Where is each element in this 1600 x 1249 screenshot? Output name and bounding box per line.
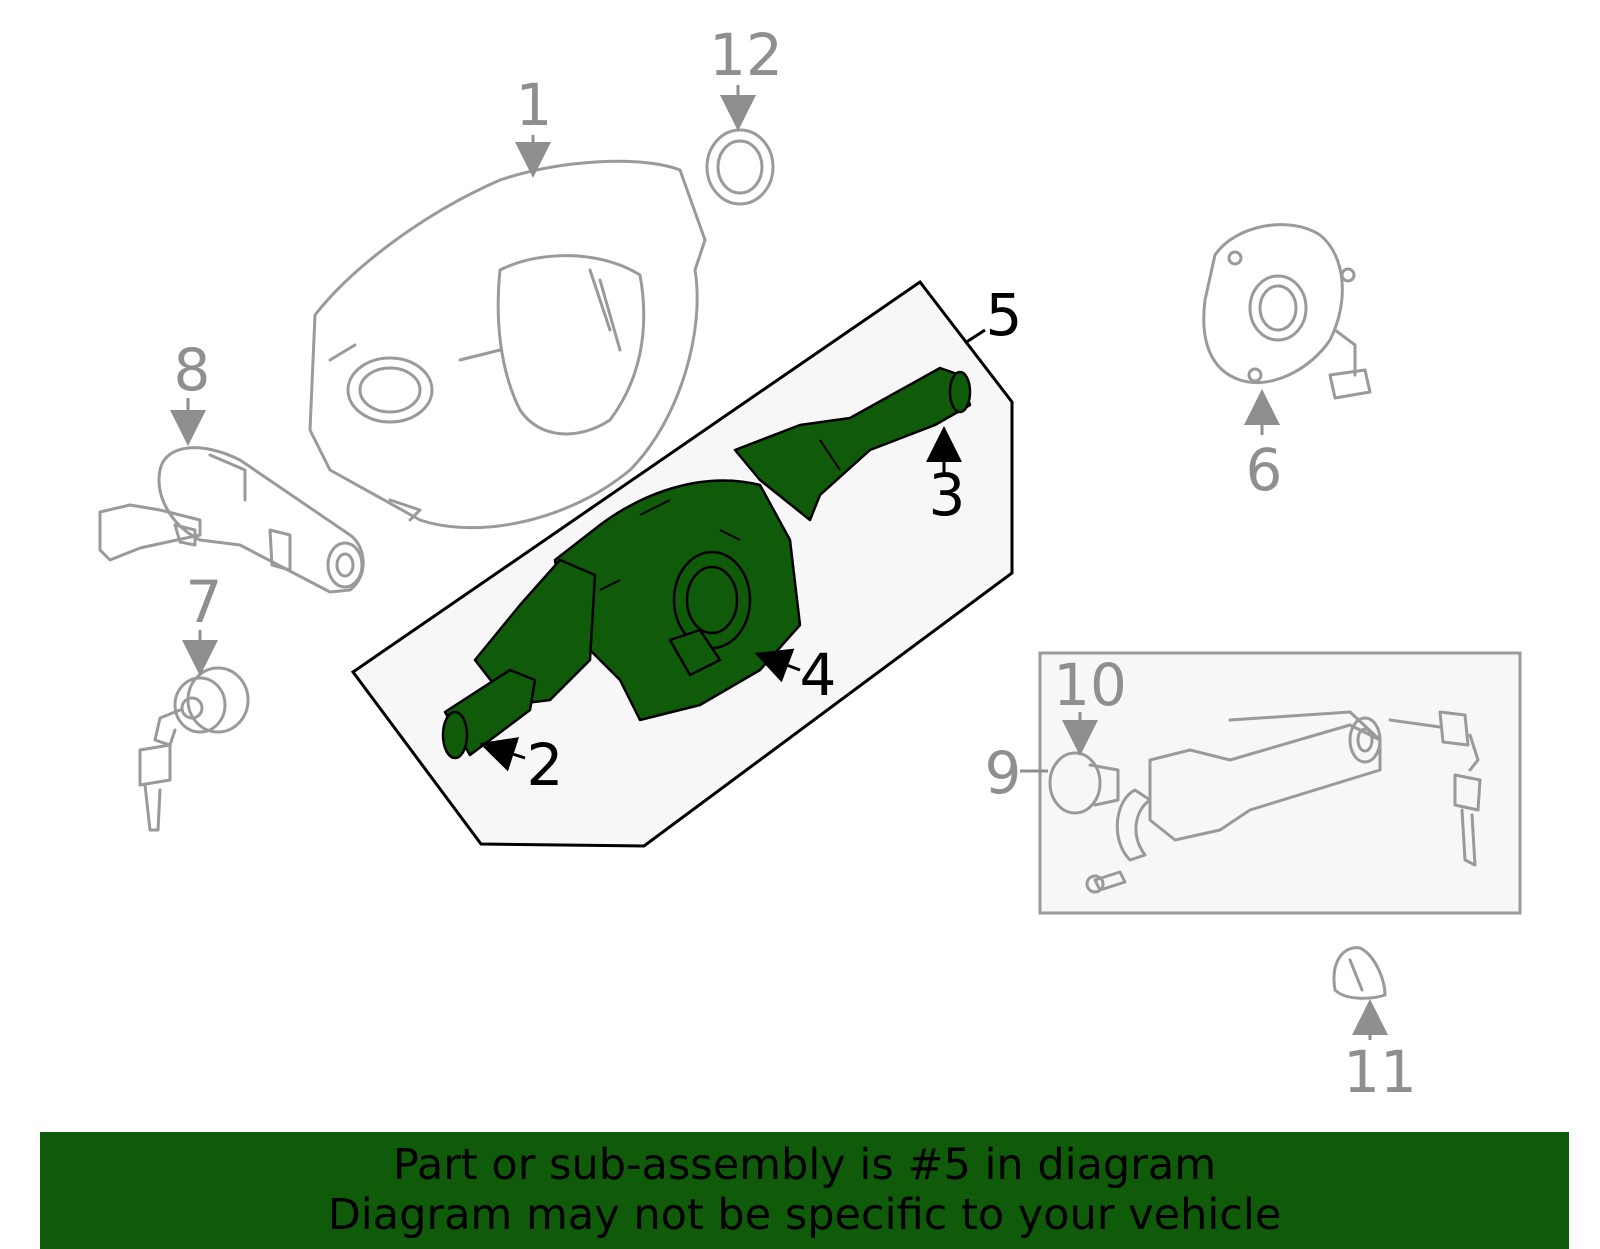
- callout-11: 11: [1343, 1038, 1417, 1106]
- callout-9: 9: [985, 739, 1022, 807]
- callout-5: 5: [986, 281, 1023, 349]
- callout-3: 3: [929, 461, 966, 529]
- banner-line-1: Part or sub-assembly is #5 in diagram: [392, 1140, 1217, 1190]
- column-cover-part: [308, 159, 707, 530]
- lock-housing-part: [98, 446, 365, 594]
- callout-7: 7: [186, 568, 223, 636]
- callout-2: 2: [527, 731, 564, 799]
- clock-spring-part: [1202, 223, 1372, 400]
- callout-6: 6: [1246, 436, 1283, 504]
- callout-4: 4: [800, 641, 837, 709]
- knob-part: [1332, 946, 1387, 1000]
- callout-5-leader: [964, 328, 986, 345]
- disclaimer-banner: Part or sub-assembly is #5 in diagram Di…: [40, 1132, 1569, 1249]
- callout-1: 1: [516, 71, 553, 139]
- ignition-switch-group: [1038, 651, 1522, 915]
- callout-10: 10: [1053, 651, 1127, 719]
- callout-12: 12: [709, 21, 783, 89]
- lock-cylinder-part: [138, 666, 250, 832]
- ring-part: [705, 128, 775, 206]
- callout-8: 8: [174, 336, 211, 404]
- callout-4-arrow: [754, 648, 801, 683]
- banner-line-2: Diagram may not be specific to your vehi…: [327, 1190, 1282, 1240]
- combination-switch-assembly: [441, 366, 972, 760]
- callout-2-arrow: [479, 737, 526, 772]
